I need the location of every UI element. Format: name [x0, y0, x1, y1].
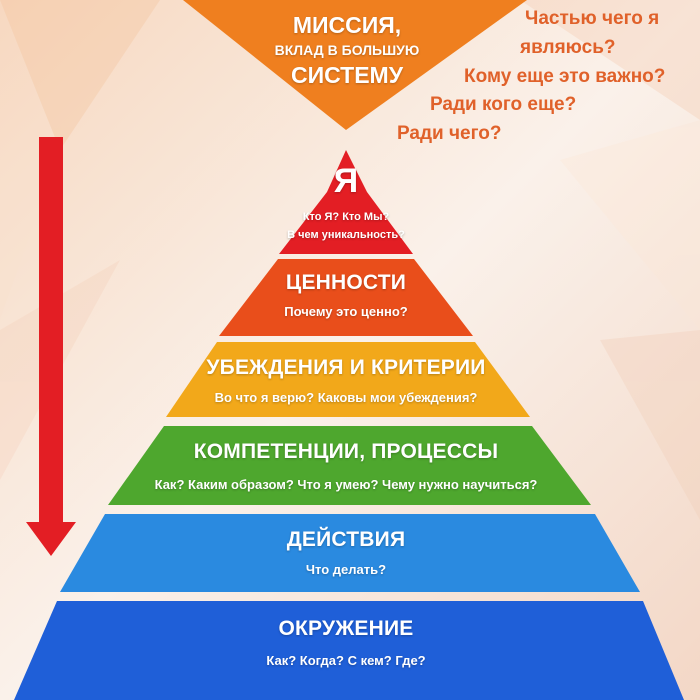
- pyramid-level-environment: [14, 601, 684, 700]
- level-competencies-title: КОМПЕТЕНЦИИ, ПРОЦЕССЫ: [193, 440, 499, 463]
- pyramid-level-competencies: [108, 426, 591, 505]
- level-values-title: ЦЕННОСТИ: [285, 271, 407, 294]
- mission-question-2: являюсь?: [520, 37, 616, 58]
- level-actions-title: ДЕЙСТВИЯ: [286, 528, 406, 551]
- level-competencies-question: Как? Каким образом? Что я умею? Чему нуж…: [154, 477, 538, 492]
- level-self-question: Кто Я? Кто Мы?: [302, 211, 390, 223]
- background-facets: [0, 0, 700, 520]
- level-self-title: Я: [333, 162, 359, 200]
- level-environment-title: ОКРУЖЕНИЕ: [278, 617, 414, 640]
- pyramid-level-actions: [60, 514, 640, 592]
- pyramid-level-self: [279, 150, 413, 254]
- mission-question-5: Ради чего?: [397, 123, 502, 144]
- mission-subtitle: ВКЛАД В БОЛЬШУЮ: [274, 42, 420, 58]
- mission-question-1: Частью чего я: [525, 8, 660, 29]
- level-beliefs-title: УБЕЖДЕНИЯ И КРИТЕРИИ: [206, 356, 486, 379]
- level-values-question: Почему это ценно?: [284, 304, 408, 319]
- mission-title: МИССИЯ,: [292, 12, 402, 38]
- mission-title-2: СИСТЕМУ: [290, 62, 404, 88]
- pyramid-level-values: [219, 259, 473, 336]
- level-actions-question: Что делать?: [305, 562, 387, 577]
- level-environment-question: Как? Когда? С кем? Где?: [266, 653, 426, 668]
- pyramid-level-beliefs: [166, 342, 530, 417]
- mission-triangle: [183, 0, 527, 130]
- mission-question-3: Кому еще это важно?: [464, 66, 666, 87]
- level-beliefs-question: Во что я верю? Каковы мои убеждения?: [214, 390, 478, 405]
- mission-question-4: Ради кого еще?: [430, 94, 577, 115]
- down-arrow-icon: [26, 137, 76, 556]
- level-self-question-2: В чем уникальность?: [287, 229, 405, 241]
